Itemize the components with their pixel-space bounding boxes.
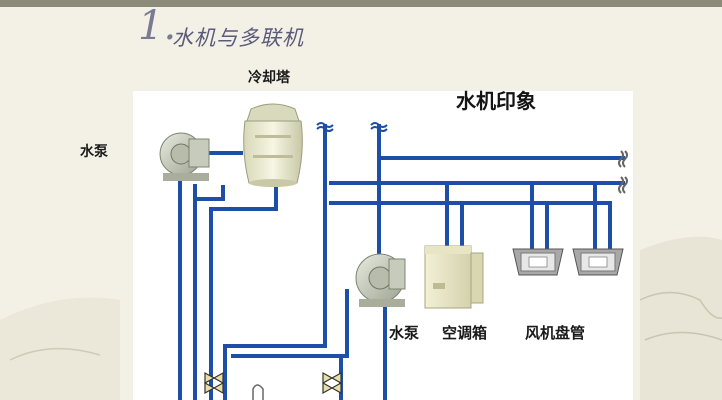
pump-second-label: 水泵 bbox=[389, 324, 420, 342]
pipe-main-return bbox=[377, 124, 625, 160]
top-bar bbox=[0, 0, 722, 7]
fan-coil-label: 风机盘管 bbox=[525, 324, 586, 342]
pipe-pump2-down bbox=[231, 289, 349, 358]
pipe-break-marks bbox=[316, 122, 628, 194]
cooling-tower-label: 冷却塔 bbox=[248, 70, 290, 86]
valve-right bbox=[322, 371, 342, 395]
slide-title-number: 1. bbox=[138, 3, 177, 49]
slide-title: 水机与多联机 bbox=[172, 26, 304, 50]
pipe-tertiary bbox=[329, 201, 612, 263]
valve-bottom-fitting bbox=[252, 384, 264, 400]
diagram-panel bbox=[133, 91, 633, 400]
pipe-tower-bottom bbox=[209, 185, 278, 400]
air-handler-label: 空调箱 bbox=[442, 324, 488, 342]
pipe-tower-return bbox=[193, 185, 225, 201]
fan-coil-unit-1 bbox=[512, 248, 564, 276]
fan-coil-unit-2 bbox=[572, 248, 624, 276]
water-system-diagram bbox=[159, 103, 628, 400]
pump-left-icon bbox=[159, 132, 210, 181]
air-handler-icon bbox=[424, 245, 484, 309]
valve-left bbox=[204, 371, 224, 395]
pipe-main-supply bbox=[223, 124, 327, 400]
diagram-heading: 水机印象 bbox=[456, 89, 536, 113]
pump-second-icon bbox=[355, 253, 406, 307]
cooling-tower bbox=[243, 103, 303, 187]
pump-left-label: 水泵 bbox=[80, 144, 108, 160]
